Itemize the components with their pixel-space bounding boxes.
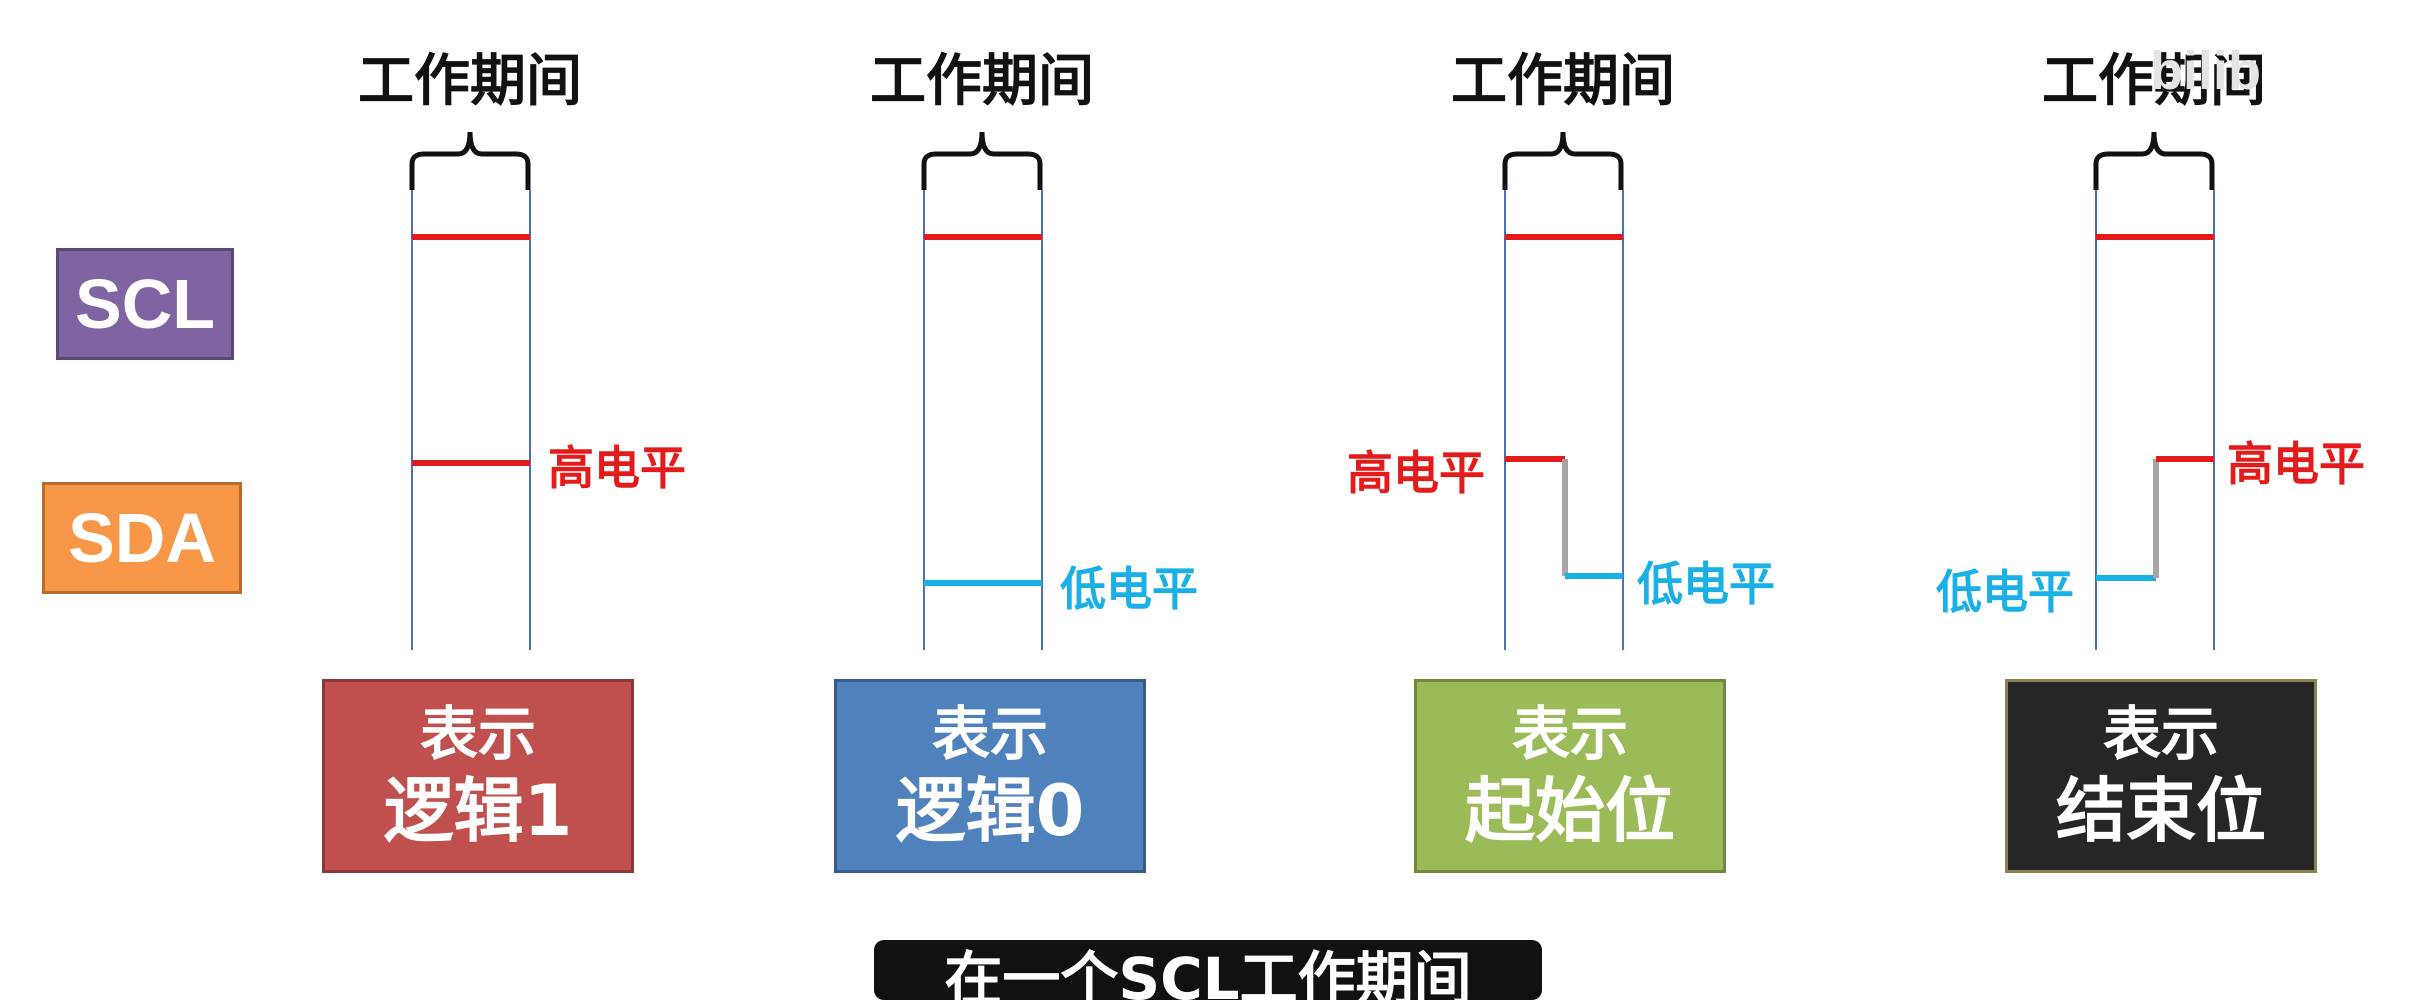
work-period-title: 工作期间 [358,49,582,114]
scl-label: SCL [56,248,234,360]
sda-label: SDA [42,482,242,594]
column-start-bit [1502,131,1624,650]
high-level-label: 高电平 [548,441,686,495]
work-period-brace [921,131,1043,190]
meaning-line2: 逻辑0 [895,770,1085,852]
work-period-title: 工作期间 [870,49,1094,114]
work-period-title: 工作期间 [1451,49,1675,114]
meaning-line2: 逻辑1 [383,770,573,852]
low-level-label: 低电平 [1637,557,1775,611]
low-level-label: 低电平 [1060,562,1198,616]
subtitle-caption: 在一个SCL工作期间 [874,940,1542,1000]
meaning-line1: 表示 [419,700,536,768]
meaning-box-stop-bit: 表示 结束位 [2005,679,2317,873]
meaning-box-start-bit: 表示 起始位 [1414,679,1726,873]
low-level-label: 低电平 [1936,565,2074,619]
column-logic-1 [409,131,531,650]
meaning-line1: 表示 [1511,700,1628,768]
watermark: bilib [2150,41,2261,101]
work-period-title: 工作期间 [2042,49,2266,114]
timing-diagram [409,131,2215,650]
work-period-brace [1502,131,1624,190]
work-period-brace [409,131,531,190]
meaning-box-logic-1: 表示 逻辑1 [322,679,634,873]
meaning-box-logic-0: 表示 逻辑0 [834,679,1146,873]
meaning-line1: 表示 [2102,700,2219,768]
meaning-line2: 结束位 [2056,770,2266,852]
meaning-line1: 表示 [931,700,1048,768]
column-logic-0 [921,131,1043,650]
meaning-line2: 起始位 [1465,770,1675,852]
high-level-label: 高电平 [2227,437,2365,491]
work-period-brace [2093,131,2215,190]
column-stop-bit [2093,131,2215,650]
high-level-label: 高电平 [1347,446,1485,500]
